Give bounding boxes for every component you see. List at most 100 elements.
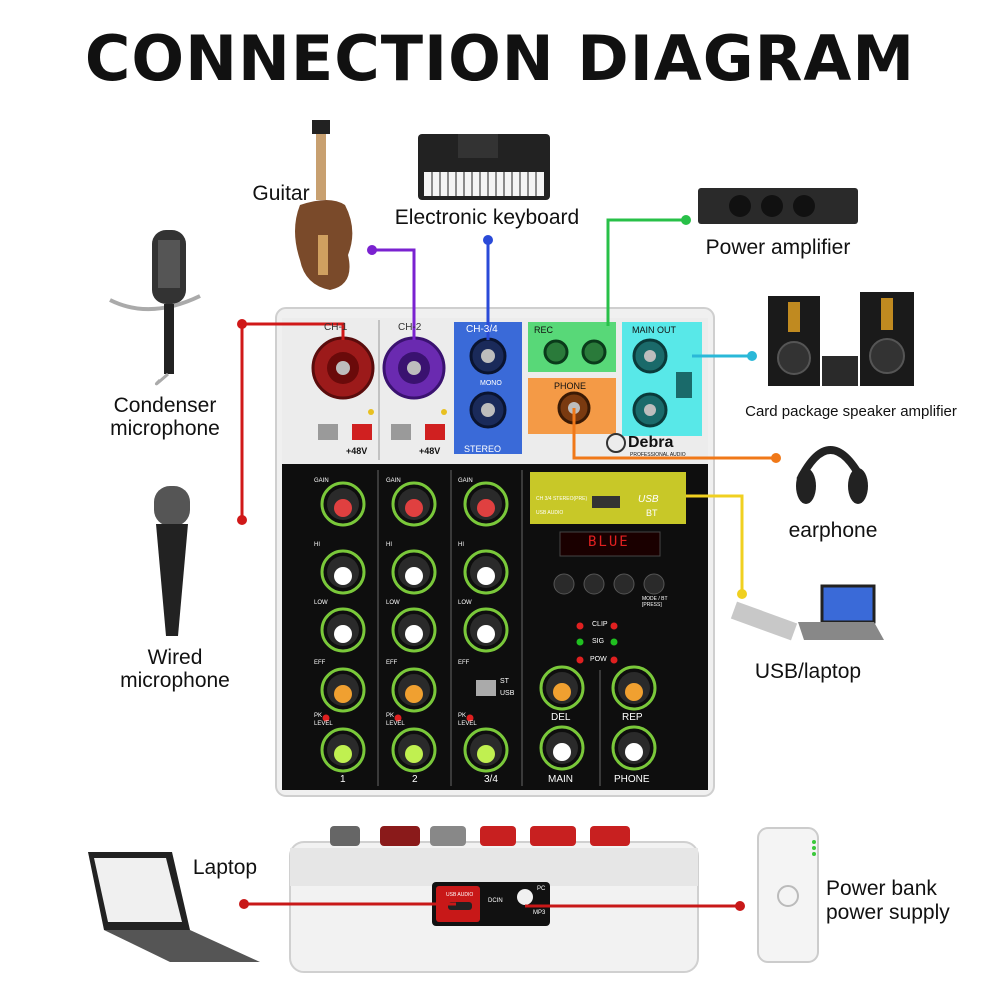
power-amplifier-label: Power amplifier — [705, 236, 851, 259]
ch2-phantom-label: +48V — [419, 446, 441, 456]
ch3-level-label: LEVEL — [458, 721, 477, 727]
ch2-low-knob[interactable] — [391, 607, 437, 653]
del-label: DEL — [551, 712, 571, 723]
ch1-low-knob[interactable] — [320, 607, 366, 653]
ch3-hi-knob[interactable] — [463, 549, 509, 595]
ch2-eff-label: EFF — [386, 660, 398, 666]
ch34-stereo-pre-label: CH 3/4 STEREO(PRE) — [536, 496, 588, 502]
ch1-phantom-label: +48V — [346, 446, 368, 456]
del-knob[interactable] — [539, 665, 585, 711]
rep-knob[interactable] — [611, 665, 657, 711]
wired-microphone-icon — [154, 486, 190, 636]
ch1-phantom-button — [352, 424, 372, 440]
phone-volume-knob[interactable] — [611, 725, 657, 771]
connection-lines — [237, 215, 781, 911]
ch2-level-knob[interactable] — [391, 727, 437, 773]
mixer-rear-view — [289, 826, 699, 973]
next-button[interactable] — [613, 573, 635, 595]
ch3-hi-label: HI — [458, 542, 464, 548]
condenser-label-line2: microphone — [110, 417, 220, 440]
ch1-input-jack[interactable] — [311, 336, 375, 400]
mono-label: MONO — [480, 380, 502, 387]
mode-bt-label: MODE / BT [PRESS] — [642, 596, 668, 608]
status-leds — [322, 622, 618, 722]
clip-label: CLIP — [592, 621, 608, 628]
ch1-level-knob[interactable] — [320, 727, 366, 773]
guitar-icon — [295, 120, 353, 290]
headphones-icon — [796, 446, 868, 504]
transport-buttons[interactable] — [553, 573, 665, 595]
main-out-label: MAIN OUT — [632, 325, 676, 335]
ch1-hi-knob[interactable] — [320, 549, 366, 595]
ch1-low-label: LOW — [314, 600, 328, 606]
rear-dcin-label: DCIN — [488, 898, 503, 904]
play-pause-button[interactable] — [553, 573, 575, 595]
brand-subtitle: PROFESSIONAL AUDIO — [630, 452, 686, 458]
mixer-unit — [275, 307, 715, 797]
rear-mp3-label: MP3 — [533, 910, 546, 916]
ch3-level-knob[interactable] — [463, 727, 509, 773]
laptop-label: Laptop — [192, 856, 258, 879]
pow-label: POW — [590, 656, 607, 663]
ch2-number-label: 2 — [412, 774, 418, 785]
wired-mic-label-line1: Wired — [147, 646, 203, 669]
st-label: ST — [500, 678, 509, 685]
speakers-label: Card package speaker amplifier — [745, 403, 957, 420]
ch3-gain-knob[interactable] — [463, 481, 509, 527]
ch1-gain-knob[interactable] — [320, 481, 366, 527]
usb-laptop-icon — [730, 584, 884, 641]
ch1-gain-label: GAIN — [314, 478, 329, 484]
ch2-hi-knob[interactable] — [391, 549, 437, 595]
usb-label: USB — [638, 494, 659, 505]
usb-port[interactable] — [592, 496, 620, 508]
ch1-eff-knob[interactable] — [320, 667, 366, 713]
ch2-pk-label: PK — [386, 713, 395, 719]
rec-left-jack — [543, 339, 569, 365]
rear-usb-audio-label: USB AUDIO — [446, 892, 474, 898]
ch1-label: CH-1 — [324, 322, 348, 333]
rear-pc-label: PC — [537, 886, 546, 892]
rec-label: REC — [534, 325, 554, 335]
laptop-icon — [88, 852, 260, 962]
ch2-hi-label: HI — [386, 542, 392, 548]
mode-bt-button[interactable] — [643, 573, 665, 595]
power-bank-icon — [757, 827, 819, 963]
power-bank-label-line2: power supply — [826, 901, 950, 924]
ch1-level-label: LEVEL — [314, 721, 333, 727]
ch2-gain-knob[interactable] — [391, 481, 437, 527]
ch2-mic-switch — [391, 424, 411, 440]
usb-switch-label: USB — [500, 690, 515, 697]
condenser-label-line1: Condenser — [113, 394, 217, 417]
guitar-label: Guitar — [252, 182, 310, 205]
power-bank-label-line1: Power bank — [826, 877, 937, 900]
power-amplifier-icon — [698, 188, 858, 224]
prev-button[interactable] — [583, 573, 605, 595]
main-knob[interactable] — [539, 725, 585, 771]
ch2-input-jack[interactable] — [382, 336, 446, 400]
stereo-label: STEREO — [464, 444, 502, 454]
ch3-pk-label: PK — [458, 713, 467, 719]
rec-right-jack — [581, 339, 607, 365]
ch2-phantom-button — [425, 424, 445, 440]
diagram-title: CONNECTION DIAGRAM — [84, 22, 916, 95]
ch1-number-label: 1 — [340, 774, 346, 785]
usb-laptop-label: USB/laptop — [754, 660, 862, 683]
phone-knob-label: PHONE — [614, 774, 650, 785]
ch3-low-label: LOW — [458, 600, 472, 606]
usb-audio-label: USB AUDIO — [536, 510, 564, 516]
ch3-gain-label: GAIN — [458, 478, 473, 484]
ch2-label: CH-2 — [398, 322, 422, 333]
ch34-label: CH-3/4 — [466, 324, 498, 335]
keyboard-icon — [418, 134, 550, 200]
ch2-level-label: LEVEL — [386, 721, 405, 727]
ch3-low-knob[interactable] — [463, 607, 509, 653]
ch3-eff-label: EFF — [458, 660, 470, 666]
ch2-eff-knob[interactable] — [391, 667, 437, 713]
phone-label: PHONE — [554, 381, 587, 391]
rear-switch[interactable] — [517, 889, 533, 905]
st-usb-switch[interactable] — [476, 680, 496, 696]
mixer-knobs[interactable] — [320, 481, 657, 773]
ch1-mic-switch — [318, 424, 338, 440]
rep-label: REP — [622, 712, 643, 723]
